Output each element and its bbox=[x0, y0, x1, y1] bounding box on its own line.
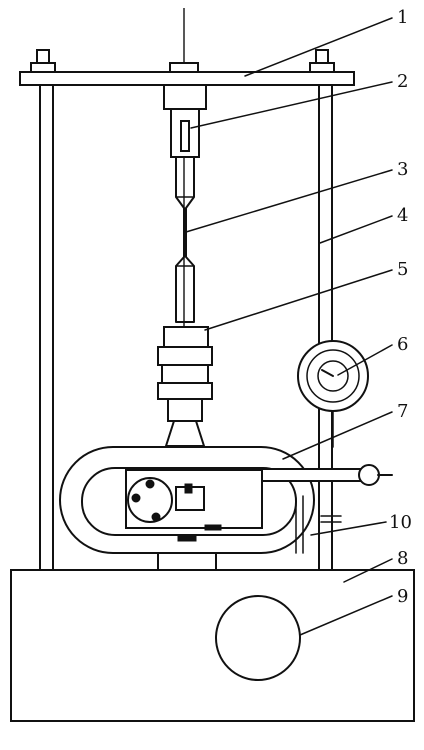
label-8: 8 bbox=[397, 548, 408, 569]
label-10: 10 bbox=[389, 512, 412, 533]
handle-lever bbox=[261, 464, 393, 554]
upper-grip bbox=[163, 84, 207, 158]
base-block bbox=[10, 552, 415, 722]
callout-labels: 1 2 3 4 5 6 7 10 8 9 bbox=[389, 7, 412, 607]
lower-grip bbox=[157, 326, 213, 447]
label-7: 7 bbox=[397, 401, 408, 422]
callout-leaders bbox=[185, 17, 393, 636]
label-4: 4 bbox=[397, 205, 408, 226]
label-6: 6 bbox=[397, 334, 408, 355]
loading-frame bbox=[59, 446, 315, 554]
right-column bbox=[318, 84, 333, 571]
specimen-rod bbox=[175, 156, 195, 323]
label-3: 3 bbox=[397, 159, 408, 180]
label-5: 5 bbox=[397, 259, 408, 280]
top-plate-assembly bbox=[19, 49, 355, 86]
label-2: 2 bbox=[397, 71, 408, 92]
label-9: 9 bbox=[397, 586, 408, 607]
label-1: 1 bbox=[397, 7, 408, 28]
left-column bbox=[39, 84, 54, 571]
dial-gauge bbox=[297, 340, 369, 448]
